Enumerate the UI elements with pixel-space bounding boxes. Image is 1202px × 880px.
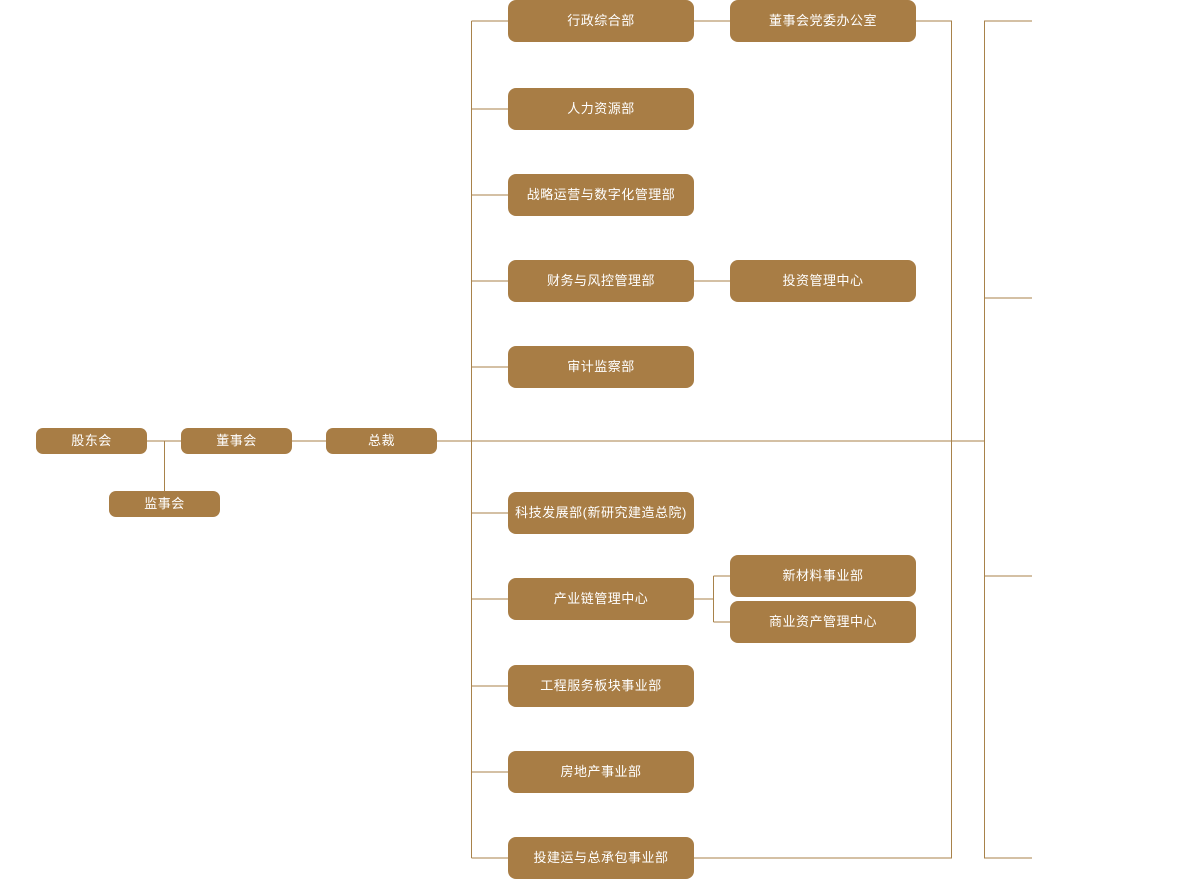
node-shareholders[interactable]: 股东会 — [36, 428, 147, 454]
node-label-new-materials-division: 新材料事业部 — [782, 567, 864, 583]
node-commercial-asset-management-center[interactable]: 商业资产管理中心 — [730, 601, 916, 643]
node-supervisory-board[interactable]: 监事会 — [109, 491, 220, 517]
node-engineering-services-division[interactable]: 工程服务板块事业部 — [508, 665, 694, 707]
node-label-president: 总裁 — [367, 432, 395, 448]
node-new-materials-division[interactable]: 新材料事业部 — [730, 555, 916, 597]
node-label-invest-build-operate-epc-division: 投建运与总承包事业部 — [533, 849, 669, 865]
node-board-of-directors[interactable]: 董事会 — [181, 428, 292, 454]
node-label-board-party-committee-office: 董事会党委办公室 — [768, 12, 877, 28]
node-strategy-digital-management-department[interactable]: 战略运营与数字化管理部 — [508, 174, 694, 216]
node-label-finance-risk-management-department: 财务与风控管理部 — [546, 272, 655, 288]
node-technology-development-department[interactable]: 科技发展部(新研究建造总院) — [508, 492, 694, 534]
node-label-real-estate-division: 房地产事业部 — [560, 763, 642, 779]
node-audit-supervision-department[interactable]: 审计监察部 — [508, 346, 694, 388]
node-industry-chain-management-center[interactable]: 产业链管理中心 — [508, 578, 694, 620]
node-administration-department[interactable]: 行政综合部 — [508, 0, 694, 42]
node-label-board-of-directors: 董事会 — [216, 432, 257, 448]
right-rail-outer — [984, 20, 1032, 859]
right-rail-inner — [694, 20, 952, 859]
node-label-investment-management-center: 投资管理中心 — [782, 272, 864, 288]
node-label-administration-department: 行政综合部 — [567, 12, 635, 28]
node-label-shareholders: 股东会 — [71, 432, 112, 448]
node-label-technology-development-department: 科技发展部(新研究建造总院) — [515, 504, 687, 520]
node-president[interactable]: 总裁 — [326, 428, 437, 454]
node-label-human-resources-department: 人力资源部 — [567, 100, 635, 116]
node-label-supervisory-board: 监事会 — [144, 495, 185, 511]
node-finance-risk-management-department[interactable]: 财务与风控管理部 — [508, 260, 694, 302]
node-label-commercial-asset-management-center: 商业资产管理中心 — [768, 613, 877, 629]
node-label-audit-supervision-department: 审计监察部 — [567, 358, 635, 374]
node-label-strategy-digital-management-department: 战略运营与数字化管理部 — [526, 186, 676, 202]
node-label-engineering-services-division: 工程服务板块事业部 — [540, 677, 662, 693]
node-investment-management-center[interactable]: 投资管理中心 — [730, 260, 916, 302]
node-human-resources-department[interactable]: 人力资源部 — [508, 88, 694, 130]
node-real-estate-division[interactable]: 房地产事业部 — [508, 751, 694, 793]
node-board-party-committee-office[interactable]: 董事会党委办公室 — [730, 0, 916, 42]
node-invest-build-operate-epc-division[interactable]: 投建运与总承包事业部 — [508, 837, 694, 879]
node-label-industry-chain-management-center: 产业链管理中心 — [553, 590, 649, 606]
